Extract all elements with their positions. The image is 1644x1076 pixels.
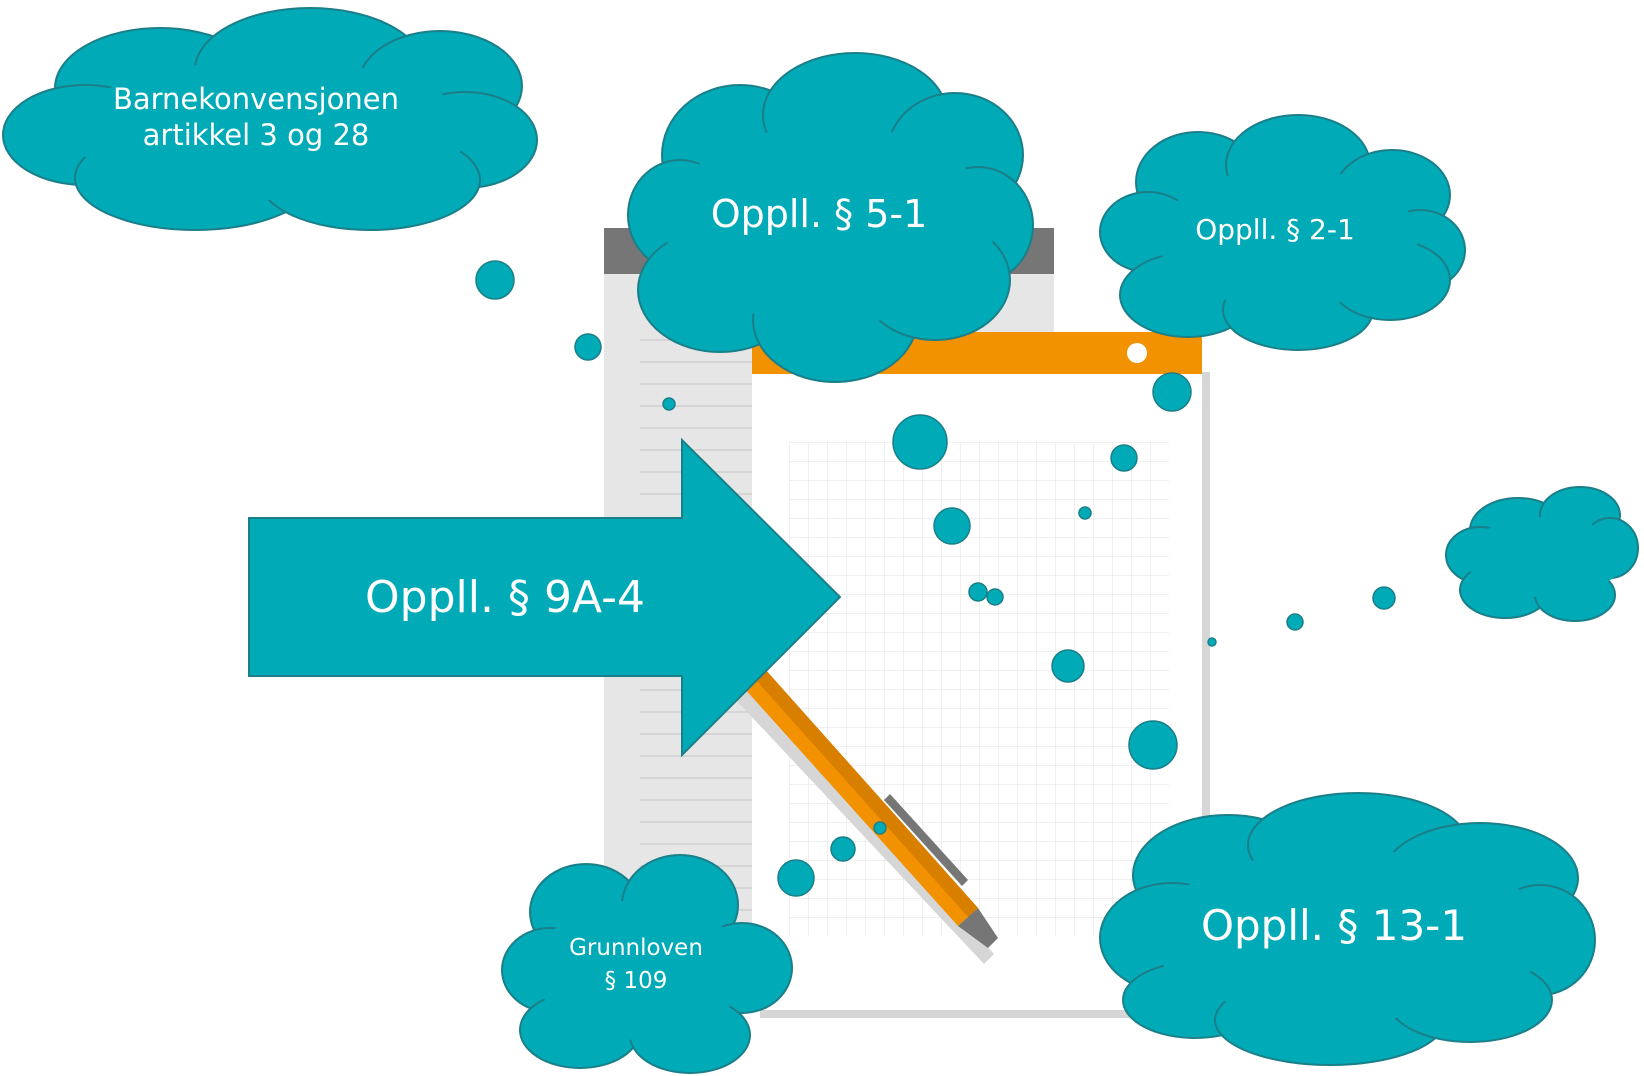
pen-body-shade <box>737 650 978 917</box>
dot <box>475 260 515 300</box>
cloud-oppll-2-1 <box>1099 114 1466 351</box>
pen-clip <box>884 794 968 886</box>
dot <box>1286 613 1304 631</box>
dot <box>1128 720 1178 770</box>
dot <box>1110 444 1138 472</box>
decorative-dots <box>475 260 1396 897</box>
dot <box>1372 586 1396 610</box>
cloud-grunnloven-line2: § 109 <box>605 968 668 994</box>
dot <box>574 333 602 361</box>
cloud-oppll-13-1 <box>1099 792 1596 1066</box>
dot <box>892 414 948 470</box>
dot <box>830 836 856 862</box>
cloud-grunnloven-line1: Grunnloven <box>569 935 703 961</box>
dot <box>777 859 815 897</box>
dot <box>933 507 971 545</box>
cloud-barnekonvensjonen <box>2 7 538 231</box>
dot <box>873 821 887 835</box>
cloud-empty <box>1445 486 1639 622</box>
dot <box>1051 649 1085 683</box>
dot <box>1207 637 1217 647</box>
dot <box>968 582 988 602</box>
front-page-grid <box>789 442 1169 936</box>
arrow-shape <box>248 437 842 758</box>
cloud-oppll-5-1-label: Oppll. § 5-1 <box>711 192 928 236</box>
cloud-oppll-2-1-label: Oppll. § 2-1 <box>1195 213 1355 246</box>
dot <box>1152 372 1192 412</box>
cloud-grunnloven <box>501 854 793 1074</box>
header-hole <box>1127 343 1147 363</box>
dot <box>662 397 676 411</box>
pen-tip <box>958 908 998 948</box>
dot <box>986 588 1004 606</box>
pen-icon <box>726 650 998 964</box>
arrow-oppll-9a-4: Oppll. § 9A-4 <box>248 437 842 758</box>
cloud-oppll-13-1-label: Oppll. § 13-1 <box>1201 901 1467 950</box>
cloud-barnekonvensjonen-line2: artikkel 3 og 28 <box>143 118 370 152</box>
dot <box>1078 506 1092 520</box>
arrow-label: Oppll. § 9A-4 <box>365 572 645 623</box>
pen-shadow <box>734 688 994 964</box>
cloud-barnekonvensjonen-line1: Barnekonvensjonen <box>113 82 399 116</box>
cloud-oppll-5-1 <box>627 52 1034 383</box>
